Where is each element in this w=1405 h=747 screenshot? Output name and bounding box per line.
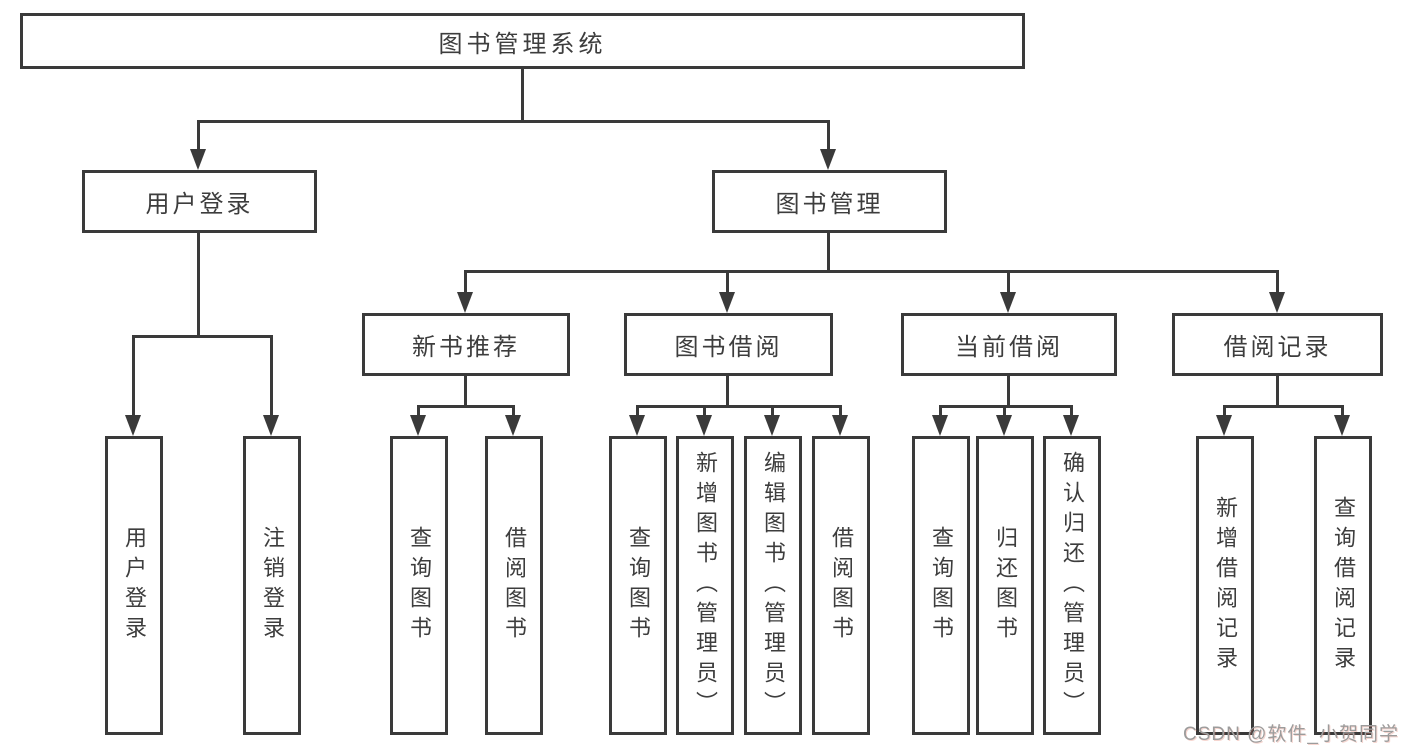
connector-drop bbox=[197, 120, 200, 152]
connector-drop bbox=[939, 405, 942, 417]
arrow-down-icon bbox=[996, 415, 1012, 436]
arrow-down-icon bbox=[1269, 292, 1285, 313]
leaf-current-return-label: 归还图书 bbox=[993, 525, 1018, 646]
leaf-record-query: 查询借阅记录 bbox=[1314, 436, 1372, 735]
leaf-borrow-borrow-label: 借阅图书 bbox=[829, 525, 854, 646]
leaf-current-query-label: 查询图书 bbox=[929, 525, 954, 646]
leaf-newbook-query-label: 查询图书 bbox=[407, 525, 432, 646]
connector-userlogin-hline bbox=[132, 335, 273, 338]
connector-newbook-hline bbox=[417, 405, 515, 408]
leaf-borrow-edit-admin: 编辑图书（管理员） bbox=[744, 436, 802, 735]
arrow-down-icon bbox=[932, 415, 948, 436]
node-book-borrow-label: 图书借阅 bbox=[674, 334, 783, 361]
connector-records-stem bbox=[1276, 376, 1279, 405]
leaf-borrow-add-admin: 新增图书（管理员） bbox=[676, 436, 734, 735]
leaf-newbook-query: 查询图书 bbox=[390, 436, 448, 735]
leaf-current-return: 归还图书 bbox=[976, 436, 1034, 735]
connector-drop bbox=[726, 270, 729, 295]
leaf-record-query-label: 查询借阅记录 bbox=[1331, 495, 1356, 676]
leaf-user-login-label: 用户登录 bbox=[122, 525, 147, 646]
leaf-record-add-label: 新增借阅记录 bbox=[1213, 495, 1238, 676]
arrow-down-icon bbox=[1216, 415, 1232, 436]
connector-drop bbox=[1070, 405, 1073, 417]
connector-current-hline bbox=[939, 405, 1073, 408]
connector-newbook-stem bbox=[464, 376, 467, 405]
arrow-down-icon bbox=[719, 292, 735, 313]
connector-userlogin-stem bbox=[197, 233, 200, 335]
connector-drop bbox=[839, 405, 842, 417]
arrow-down-icon bbox=[832, 415, 848, 436]
leaf-borrow-edit-admin-label: 编辑图书（管理员） bbox=[761, 450, 786, 721]
arrow-down-icon bbox=[820, 149, 836, 170]
connector-drop bbox=[1007, 270, 1010, 295]
leaf-user-login: 用户登录 bbox=[105, 436, 163, 735]
node-book-management: 图书管理 bbox=[712, 170, 947, 233]
leaf-logout: 注销登录 bbox=[243, 436, 301, 735]
node-root: 图书管理系统 bbox=[20, 13, 1025, 69]
connector-root-stem bbox=[521, 69, 524, 120]
arrow-down-icon bbox=[125, 415, 141, 436]
leaf-borrow-query-label: 查询图书 bbox=[626, 525, 651, 646]
arrow-down-icon bbox=[629, 415, 645, 436]
node-user-login: 用户登录 bbox=[82, 170, 317, 233]
leaf-newbook-borrow: 借阅图书 bbox=[485, 436, 543, 735]
connector-drop bbox=[1276, 270, 1279, 295]
connector-drop bbox=[636, 405, 639, 417]
connector-drop bbox=[132, 335, 135, 417]
connector-drop bbox=[771, 405, 774, 417]
connector-drop bbox=[270, 335, 273, 417]
node-new-book-recommend: 新书推荐 bbox=[362, 313, 570, 376]
leaf-current-confirm-admin: 确认归还（管理员） bbox=[1043, 436, 1101, 735]
arrow-down-icon bbox=[764, 415, 780, 436]
connector-drop bbox=[464, 270, 467, 295]
leaf-borrow-query: 查询图书 bbox=[609, 436, 667, 735]
node-root-label: 图书管理系统 bbox=[438, 30, 607, 58]
connector-drop bbox=[417, 405, 420, 417]
arrow-down-icon bbox=[1063, 415, 1079, 436]
arrow-down-icon bbox=[410, 415, 426, 436]
connector-borrow-hline bbox=[636, 405, 842, 408]
node-borrow-records: 借阅记录 bbox=[1172, 313, 1383, 376]
node-user-login-label: 用户登录 bbox=[145, 191, 254, 218]
arrow-down-icon bbox=[457, 292, 473, 313]
connector-drop bbox=[827, 120, 830, 152]
leaf-borrow-add-admin-label: 新增图书（管理员） bbox=[693, 450, 718, 721]
connector-drop bbox=[1003, 405, 1006, 417]
connector-drop bbox=[703, 405, 706, 417]
arrow-down-icon bbox=[190, 149, 206, 170]
leaf-current-query: 查询图书 bbox=[912, 436, 970, 735]
leaf-borrow-borrow: 借阅图书 bbox=[812, 436, 870, 735]
connector-drop bbox=[512, 405, 515, 417]
arrow-down-icon bbox=[505, 415, 521, 436]
node-book-borrow: 图书借阅 bbox=[624, 313, 833, 376]
node-current-borrow-label: 当前借阅 bbox=[955, 334, 1063, 361]
arrow-down-icon bbox=[1000, 292, 1016, 313]
connector-drop bbox=[1223, 405, 1226, 417]
connector-records-hline bbox=[1223, 405, 1344, 408]
csdn-watermark: CSDN @软件_小贺同学 bbox=[1183, 724, 1399, 745]
connector-drop bbox=[1341, 405, 1344, 417]
leaf-record-add: 新增借阅记录 bbox=[1196, 436, 1254, 735]
connector-bookmgmt-hline bbox=[464, 270, 1279, 273]
connector-current-stem bbox=[1007, 376, 1010, 405]
arrow-down-icon bbox=[263, 415, 279, 436]
node-book-management-label: 图书管理 bbox=[775, 191, 884, 218]
connector-bookmgmt-stem bbox=[827, 233, 830, 270]
node-borrow-records-label: 借阅记录 bbox=[1223, 334, 1332, 361]
leaf-current-confirm-admin-label: 确认归还（管理员） bbox=[1060, 450, 1085, 721]
leaf-newbook-borrow-label: 借阅图书 bbox=[502, 525, 527, 646]
leaf-logout-label: 注销登录 bbox=[260, 525, 285, 646]
arrow-down-icon bbox=[696, 415, 712, 436]
connector-root-hline bbox=[197, 120, 830, 123]
arrow-down-icon bbox=[1334, 415, 1350, 436]
node-current-borrow: 当前借阅 bbox=[901, 313, 1117, 376]
node-new-book-recommend-label: 新书推荐 bbox=[412, 334, 520, 361]
connector-borrow-stem bbox=[726, 376, 729, 405]
